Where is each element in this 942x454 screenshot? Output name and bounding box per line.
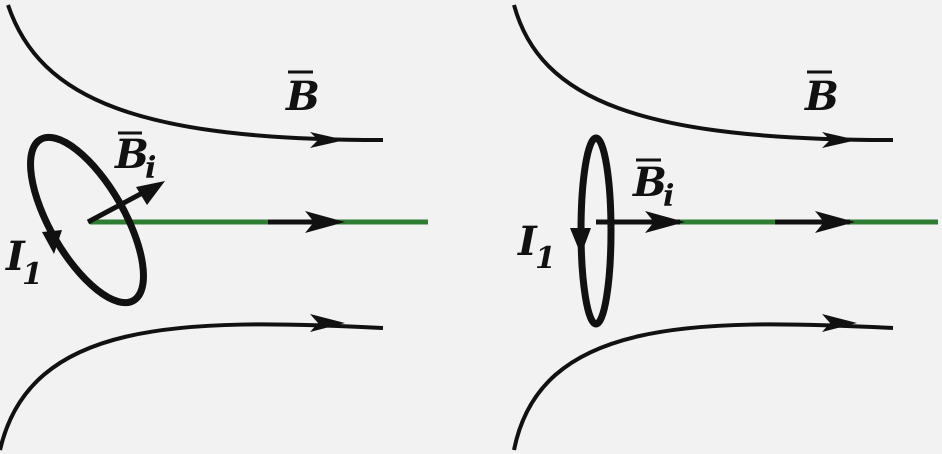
left-induced-vector-head xyxy=(136,181,165,205)
right-panel: B B i I 1 xyxy=(512,4,938,451)
left-current-direction-arrow xyxy=(42,230,62,254)
svg-text:B: B xyxy=(114,131,149,178)
right-field-label: B xyxy=(804,70,839,120)
svg-text:1: 1 xyxy=(535,241,556,276)
left-induced-vector xyxy=(86,187,150,225)
svg-text:I: I xyxy=(517,218,538,265)
right-upper-field-line xyxy=(512,4,894,142)
right-axis-arrow-2 xyxy=(815,211,855,233)
right-upper-field-arrow xyxy=(822,132,857,148)
left-upper-field-line xyxy=(6,4,384,142)
right-induced-label: B i xyxy=(632,158,674,214)
left-upper-field-arrow xyxy=(310,132,345,148)
left-lower-field-line xyxy=(0,322,384,451)
svg-text:1: 1 xyxy=(22,257,43,292)
right-current-label: I 1 xyxy=(517,218,556,276)
right-axis-arrow-1 xyxy=(645,211,685,233)
svg-text:B: B xyxy=(285,73,320,120)
svg-text:i: i xyxy=(145,151,156,186)
svg-text:B: B xyxy=(632,159,667,206)
left-lower-field-arrow xyxy=(310,314,345,332)
left-induced-label: B i xyxy=(114,131,156,186)
right-current-direction-arrow xyxy=(570,228,591,255)
svg-text:i: i xyxy=(663,179,674,214)
svg-text:B: B xyxy=(804,73,839,120)
left-field-label: B xyxy=(285,70,320,120)
right-lower-field-arrow xyxy=(822,314,857,332)
left-axis-arrow xyxy=(305,211,345,233)
left-panel: B B i I 1 xyxy=(0,4,428,451)
left-current-label: I 1 xyxy=(5,233,43,292)
svg-text:I: I xyxy=(5,233,26,280)
right-lower-field-line xyxy=(512,322,894,451)
